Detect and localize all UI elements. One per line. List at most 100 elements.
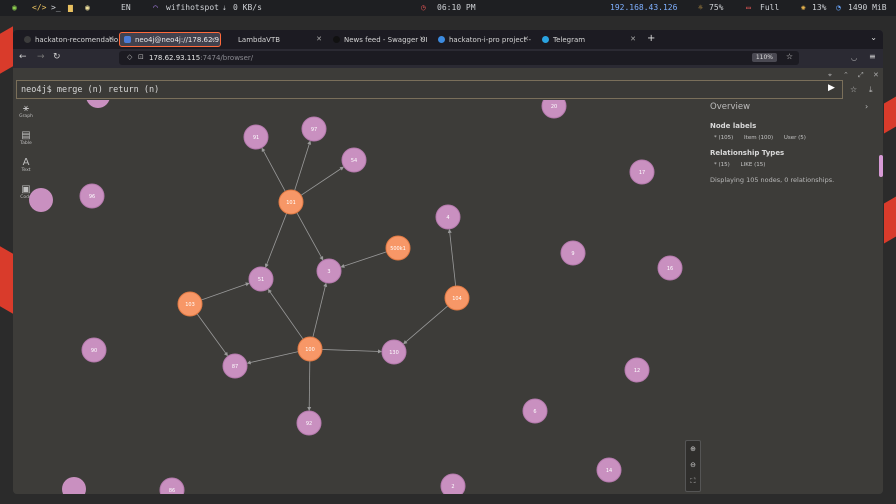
back-button[interactable]: ← <box>19 52 27 62</box>
relationship-edge[interactable] <box>268 290 304 340</box>
terminal-icon[interactable]: >_ <box>51 3 61 12</box>
collapse-frame-icon[interactable]: ⌃ <box>843 71 849 79</box>
view-code-button[interactable]: ▣ Code <box>18 185 34 201</box>
item-node[interactable]: 97 <box>301 116 327 142</box>
tab-hackaton-pro[interactable]: hackaton-i-pro project - ✕ <box>434 32 533 47</box>
user-node[interactable]: 104 <box>444 285 470 311</box>
reload-button[interactable]: ↻ <box>53 52 61 62</box>
item-node[interactable]: 51 <box>248 266 274 292</box>
rel-type-chip[interactable]: LIKE (15) <box>740 162 766 168</box>
item-node[interactable]: 17 <box>629 159 655 185</box>
node-label-chip[interactable]: Item (100) <box>744 135 774 141</box>
close-frame-icon[interactable]: ✕ <box>873 71 879 79</box>
favorite-star-icon[interactable]: ☆ <box>850 85 858 94</box>
menu-icon[interactable]: ≡ <box>869 52 876 61</box>
item-node[interactable]: 16 <box>657 255 683 281</box>
relationship-edge[interactable] <box>449 230 457 287</box>
fullscreen-icon[interactable]: ⤢ <box>858 71 864 79</box>
user-node[interactable]: 101 <box>278 189 304 215</box>
view-graph-button[interactable]: ⚹ Graph <box>18 104 34 120</box>
graph-node-partial[interactable] <box>62 477 86 494</box>
relationship-edge[interactable] <box>201 283 248 301</box>
relationship-edge[interactable] <box>321 349 381 352</box>
relationship-edge[interactable] <box>262 149 286 192</box>
zoom-in-icon[interactable]: ⊕ <box>690 445 696 453</box>
item-node[interactable]: 6 <box>522 398 548 424</box>
item-node[interactable]: 14 <box>596 457 622 483</box>
tab-telegram[interactable]: Telegram ✕ <box>538 32 640 47</box>
close-tab-icon[interactable]: ✕ <box>210 36 216 44</box>
item-node[interactable]: 91 <box>243 124 269 150</box>
lock-icon[interactable]: ⊡ <box>138 53 144 61</box>
relationship-edge[interactable] <box>294 142 311 191</box>
media-player-icon[interactable]: ◉ <box>85 3 90 12</box>
bookmark-star-icon[interactable]: ☆ <box>785 52 793 61</box>
close-tab-icon[interactable]: ✕ <box>419 35 425 43</box>
item-node[interactable]: 12 <box>624 357 650 383</box>
forward-button[interactable]: → <box>37 52 45 62</box>
cypher-editor[interactable]: neo4j$ merge (n) return (n) <box>16 80 843 99</box>
item-node[interactable]: 130 <box>381 339 407 365</box>
graph-node-partial[interactable] <box>29 188 53 212</box>
relationship-arrowhead <box>377 349 383 354</box>
relationship-edge[interactable] <box>248 351 299 364</box>
item-node[interactable]: 9 <box>560 240 586 266</box>
graph-canvas[interactable]: 91 97 54 101 500k1 3 51 103 104 4 100 87 130 92 20 17 9 1… <box>13 100 883 494</box>
collapse-panel-chevron-icon[interactable]: › <box>865 102 869 111</box>
run-query-icon[interactable]: ▶ <box>828 83 835 93</box>
pin-icon[interactable]: ⌖ <box>828 71 832 79</box>
item-node[interactable]: 96 <box>79 183 105 209</box>
user-node[interactable]: 100 <box>297 336 323 362</box>
item-node[interactable]: 90 <box>81 337 107 363</box>
fit-to-screen-icon[interactable]: ⛶ <box>690 477 696 485</box>
item-node[interactable]: 54 <box>341 147 367 173</box>
graph-node-partial[interactable] <box>86 100 110 108</box>
relationship-arrowhead <box>246 360 252 365</box>
relationship-edge[interactable] <box>265 213 288 267</box>
item-node[interactable]: 4 <box>435 204 461 230</box>
node-label-chip[interactable]: User (5) <box>783 135 806 141</box>
close-tab-icon[interactable]: ✕ <box>108 35 114 43</box>
pocket-icon[interactable]: ◡ <box>851 54 858 62</box>
zoom-out-icon[interactable]: ⊖ <box>690 461 696 469</box>
close-tab-icon[interactable]: ✕ <box>523 35 529 43</box>
tab-hackaton-recomendation[interactable]: hackaton-recomendation ✕ <box>20 32 118 47</box>
item-node[interactable]: 20 <box>541 100 567 119</box>
zoom-level[interactable]: 110% <box>751 53 777 62</box>
download-icon[interactable]: ⤓ <box>869 85 873 94</box>
item-node[interactable]: 3 <box>316 258 342 284</box>
close-tab-icon[interactable]: ✕ <box>630 35 636 43</box>
new-tab-button[interactable]: + <box>647 33 656 44</box>
node-label-chip[interactable]: * (105) <box>714 135 734 141</box>
close-tab-icon[interactable]: ✕ <box>316 35 322 43</box>
keyboard-layout[interactable]: EN <box>121 3 131 12</box>
item-node[interactable]: 86 <box>159 477 185 494</box>
node-label: 20 <box>551 104 557 110</box>
item-node[interactable]: 92 <box>296 410 322 436</box>
relationship-edge[interactable] <box>300 167 343 196</box>
page-scrollbar[interactable] <box>879 155 883 177</box>
relationship-edge[interactable] <box>312 284 327 338</box>
tab-neo4j[interactable]: neo4j@neo4j://178.62.9 ✕ <box>119 32 221 47</box>
tab-list-chevron-icon[interactable]: ⌄ <box>870 33 877 42</box>
code-icon[interactable]: </> <box>32 3 47 12</box>
relationship-edge[interactable] <box>404 305 449 344</box>
url-bar[interactable]: ◇ ⊡ 178.62.93.115:7474/browser/ 110% ☆ <box>119 51 799 65</box>
user-node[interactable]: 500k1 <box>385 235 411 261</box>
clock-time[interactable]: 06:10 PM <box>437 3 476 12</box>
os-logo-icon[interactable]: ◉ <box>12 3 17 12</box>
relationship-edge[interactable] <box>342 251 387 267</box>
relationship-edge[interactable] <box>196 313 228 355</box>
rel-type-chip[interactable]: * (15) <box>714 162 730 168</box>
folder-icon[interactable]: ▆ <box>68 3 73 12</box>
view-table-button[interactable]: ▤ Table <box>18 131 34 147</box>
view-text-button[interactable]: A Text <box>18 158 34 174</box>
tab-swagger[interactable]: News feed - Swagger UI ✕ <box>329 32 429 47</box>
item-node[interactable]: 2 <box>440 473 466 494</box>
tracking-shield-icon[interactable]: ◇ <box>127 53 133 61</box>
item-node[interactable]: 87 <box>222 353 248 379</box>
relationship-edge[interactable] <box>296 212 323 259</box>
tab-lambdavtb[interactable]: LambdaVTB ✕ <box>228 32 326 47</box>
user-node[interactable]: 103 <box>177 291 203 317</box>
relationship-edge[interactable] <box>308 360 311 410</box>
